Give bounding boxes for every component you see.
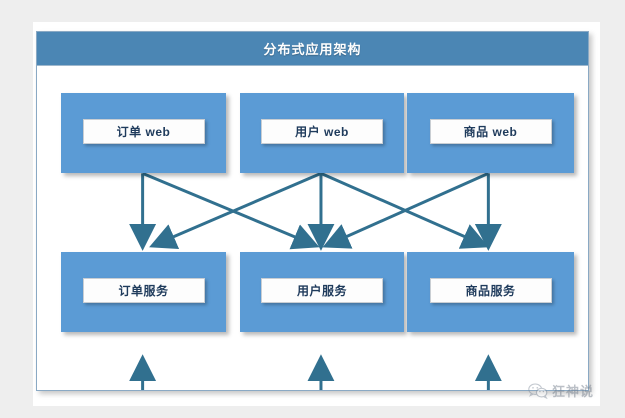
diagram-canvas: 订单 web 用户 web 商品 web 订单服务 用户服务 商品服务 <box>37 66 588 390</box>
page-card: 分布式应用架构 <box>33 22 600 406</box>
diagram-title-bar: 分布式应用架构 <box>37 32 588 66</box>
node-product-web[interactable]: 商品 web <box>407 93 574 173</box>
arrow-user-web-to-order-service <box>149 171 322 249</box>
wechat-icon <box>528 382 548 399</box>
node-label: 订单服务 <box>82 278 205 303</box>
node-product-service[interactable]: 商品服务 <box>407 252 574 332</box>
architecture-diagram-panel: 分布式应用架构 <box>36 31 589 391</box>
node-order-web[interactable]: 订单 web <box>61 93 226 173</box>
node-label: 订单 web <box>82 119 205 144</box>
page-title: 分布式应用架构 <box>263 42 362 57</box>
node-label: 商品服务 <box>429 278 552 303</box>
node-order-service[interactable]: 订单服务 <box>61 252 226 332</box>
node-label: 商品 web <box>429 119 552 144</box>
arrow-order-web-to-user-service <box>142 171 320 250</box>
node-user-web[interactable]: 用户 web <box>240 93 404 173</box>
watermark: 狂神说 <box>528 381 594 400</box>
arrow-user-web-to-product-service <box>320 171 489 249</box>
watermark-text: 狂神说 <box>551 384 594 399</box>
node-user-service[interactable]: 用户服务 <box>240 252 404 332</box>
node-label: 用户服务 <box>261 278 383 303</box>
node-label: 用户 web <box>261 119 383 144</box>
arrow-product-web-to-user-service <box>322 171 489 249</box>
service-bus-line <box>129 354 502 390</box>
